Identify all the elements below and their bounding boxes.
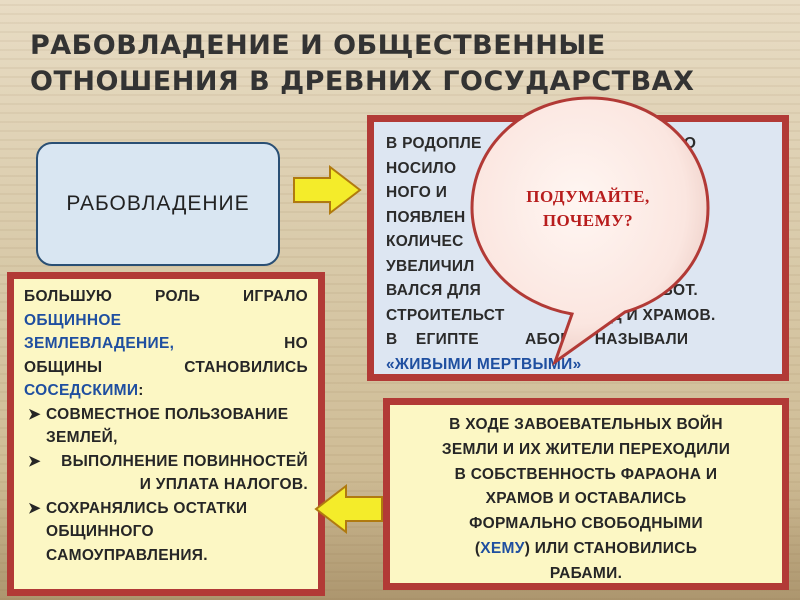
living-dead-term: «ЖИВЫМИ МЕРТВЫМИ» [386,355,582,373]
conquest-text: В ХОДЕ ЗАВОЕВАТЕЛЬНЫХ ВОЙН ЗЕМЛИ И ИХ ЖИ… [390,405,782,583]
list-item: ➤СОВМЕСТНОЕ ПОЛЬЗОВАНИЕ ЗЕМЛЕЙ, [24,403,308,450]
list-item: ➤СОХРАНЯЛИСЬ ОСТАТКИ ОБЩИННОГО САМОУПРАВ… [24,497,308,568]
community-land-text: БОЛЬШУЮ РОЛЬ ИГРАЛО ОБЩИННОЕ ЗЕМЛЕВЛАДЕН… [14,279,318,589]
community-line: СОСЕДСКИМИ: [24,379,308,403]
info-line: В ЕГИПТЕ АБОВ НАЗЫВАЛИ [386,331,689,348]
conquest-line: РАБАМИ. [549,564,623,582]
community-land-panel: БОЛЬШУЮ РОЛЬ ИГРАЛО ОБЩИННОЕ ЗЕМЛЕВЛАДЕН… [7,272,325,596]
community-line: БОЛЬШУЮ РОЛЬ ИГРАЛО [24,288,308,305]
slide-title-line-1: РАБОВЛАДЕНИЕ И ОБЩЕСТВЕННЫЕ [30,30,606,61]
community-line: ЗЕМЛЕВЛАДЕНИЕ, НО [24,332,308,356]
prompt-line-1: ПОДУМАЙТЕ, [526,187,650,206]
arrow-bullet-icon: ➤ [28,499,41,517]
speech-bubble-icon [470,96,710,366]
community-term: ОБЩИННОЕ [24,311,122,329]
conquest-line: ЗЕМЛИ И ИХ ЖИТЕЛИ ПЕРЕХОДИЛИ [441,440,731,458]
conquest-line: В ХОДЕ ЗАВОЕВАТЕЛЬНЫХ ВОЙН [449,416,723,433]
community-conjunction: НО [284,335,308,352]
slavery-box-label: РАБОВЛАДЕНИЕ [66,192,250,215]
conquest-line: В СОБСТВЕННОСТЬ ФАРАОНА И [454,465,718,483]
community-line: ОБЩИНЫ СТАНОВИЛИСЬ [24,358,308,376]
conquest-line: (ХЕМУ) ИЛИ СТАНОВИЛИСЬ [474,539,698,557]
slide-title-line-2: ОТНОШЕНИЯ В ДРЕВНИХ ГОСУДАРСТВАХ [30,66,695,97]
think-why-prompt: ПОДУМАЙТЕ, ПОЧЕМУ? [498,185,678,233]
community-bullets: ➤СОВМЕСТНОЕ ПОЛЬЗОВАНИЕ ЗЕМЛЕЙ, ➤ВЫПОЛНЕ… [24,403,308,568]
arrow-bullet-icon: ➤ [28,405,41,423]
arrow-right-icon [293,165,362,215]
land-ownership-term: ЗЕМЛЕВЛАДЕНИЕ, [24,335,175,352]
prompt-line-2: ПОЧЕМУ? [542,211,634,230]
hemu-term: ХЕМУ [480,539,525,557]
list-item: ➤ВЫПОЛНЕНИЕ ПОВИННОСТЕЙ И УПЛАТА НАЛОГОВ… [24,450,308,497]
conquest-panel: В ХОДЕ ЗАВОЕВАТЕЛЬНЫХ ВОЙН ЗЕМЛИ И ИХ ЖИ… [383,398,789,590]
arrow-bullet-icon: ➤ [28,452,41,470]
slide-title: РАБОВЛАДЕНИЕ И ОБЩЕСТВЕННЫЕ ОТНОШЕНИЯ В … [30,28,770,100]
conquest-line: ФОРМАЛЬНО СВОБОДНЫМИ [469,515,703,533]
slavery-box: РАБОВЛАДЕНИЕ [36,142,280,266]
neighbor-term: СОСЕДСКИМИ [24,382,139,399]
neighbor-colon: : [138,382,144,399]
arrow-left-icon [314,484,383,534]
conquest-line: ХРАМОВ И ОСТАВАЛИСЬ [485,490,687,508]
